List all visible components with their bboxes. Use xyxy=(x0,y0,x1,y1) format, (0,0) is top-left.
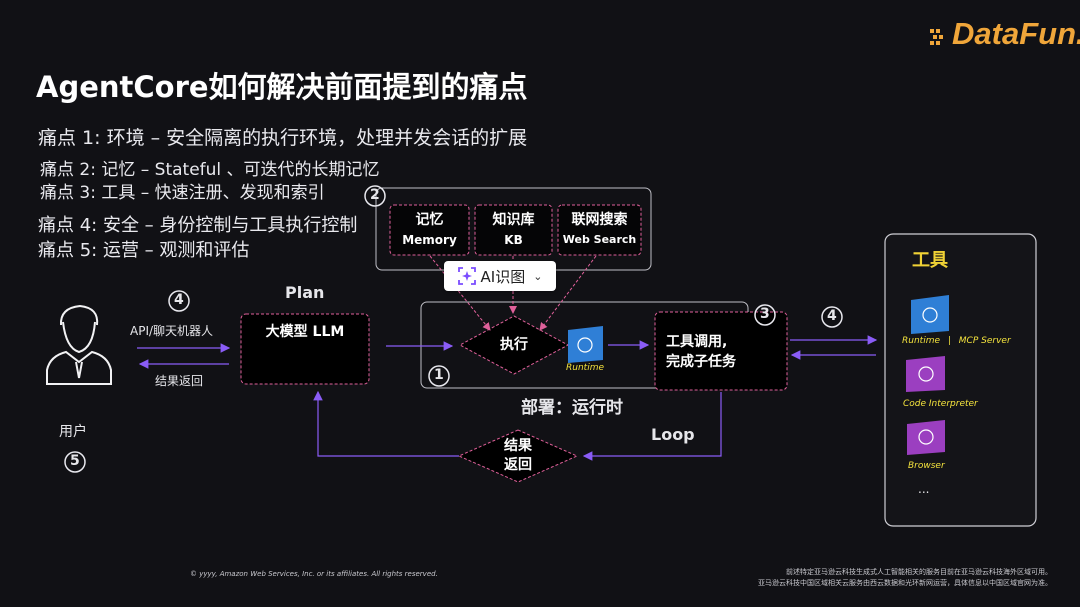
badge-2: 2 xyxy=(370,187,380,203)
ai-image-recognition-button[interactable]: AI识图 ⌄ xyxy=(444,261,556,291)
tool-call-box xyxy=(654,311,788,391)
user-label: 用户 xyxy=(59,424,87,440)
result-line1: 结果 xyxy=(504,438,532,454)
memory-cn: 记忆 xyxy=(415,212,444,228)
ai-button-label: AI识图 xyxy=(480,267,526,286)
scan-image-icon xyxy=(457,267,476,285)
page-title: AgentCore如何解决前面提到的痛点 xyxy=(36,70,528,104)
tool-separator: | xyxy=(947,336,951,346)
kb-en: KB xyxy=(504,233,523,247)
api-label: API/聊天机器人 xyxy=(130,324,214,338)
tool-mcp-text: MCP Server xyxy=(958,336,1011,346)
badge-4-left: 4 xyxy=(174,292,184,308)
tool-call-line1: 工具调用, xyxy=(666,334,728,350)
arrow-web-to-execute xyxy=(539,255,597,331)
arrow-loop xyxy=(582,392,722,461)
tools-title: 工具 xyxy=(912,250,948,271)
badge-1: 1 xyxy=(434,367,444,383)
loop-label: Loop xyxy=(651,425,695,444)
pain-point-1: 痛点 1: 环境 – 安全隔离的执行环境，处理并发会话的扩展 xyxy=(38,127,528,149)
memory-box xyxy=(389,204,470,256)
tool-runtime-text: Runtime xyxy=(902,336,940,346)
datafun-logo: DataFun. xyxy=(930,16,1080,52)
tool-code-label: Code Interpreter xyxy=(903,399,978,409)
badge-circles xyxy=(64,185,843,473)
logo-text: DataFun. xyxy=(952,16,1080,51)
llm-box xyxy=(240,313,370,385)
llm-label: 大模型 LLM xyxy=(265,324,345,340)
kb-box xyxy=(474,204,553,256)
web-en: Web Search xyxy=(562,233,637,246)
badge-5: 5 xyxy=(70,453,80,469)
browser-icon xyxy=(907,420,945,455)
pain-point-3: 痛点 3: 工具 – 快速注册、发现和索引 xyxy=(40,183,325,203)
pain-point-5: 痛点 5: 运营 – 观测和评估 xyxy=(38,240,250,261)
execute-label: 执行 xyxy=(500,337,528,353)
plan-label: Plan xyxy=(285,283,325,302)
disclaimer-line-1: 前述特定亚马逊云科技生成式人工智能相关的服务目前在亚马逊云科技海外区域可用。 xyxy=(786,568,1052,576)
user-avatar-icon xyxy=(46,304,112,385)
chevron-down-icon[interactable]: ⌄ xyxy=(533,269,543,283)
arrow-memory-to-execute xyxy=(429,255,491,331)
tool-more-label: ... xyxy=(918,482,930,496)
deploy-label: 部署：运行时 xyxy=(521,398,623,418)
return-label: 结果返回 xyxy=(155,374,204,388)
memory-en: Memory xyxy=(402,233,457,247)
copyright-footer: © yyyy, Amazon Web Services, Inc. or its… xyxy=(190,570,438,578)
tool-runtime-label: Runtime | MCP Server xyxy=(902,336,1011,346)
kb-cn: 知识库 xyxy=(492,212,535,228)
tool-call-line2: 完成子任务 xyxy=(666,354,736,370)
arrow-result-to-llm xyxy=(313,390,459,457)
pain-point-4: 痛点 4: 安全 – 身份控制与工具执行控制 xyxy=(38,215,358,236)
web-search-box xyxy=(557,204,642,256)
runtime-label: Runtime xyxy=(566,363,604,373)
pain-point-2: 痛点 2: 记忆 – Stateful 、可迭代的长期记忆 xyxy=(40,160,380,180)
code-interpreter-icon xyxy=(906,356,945,392)
tool-browser-label: Browser xyxy=(908,461,945,471)
result-line2: 返回 xyxy=(504,457,532,473)
logo-dots-icon xyxy=(930,29,943,45)
badge-4-right: 4 xyxy=(827,308,837,324)
badge-3: 3 xyxy=(760,306,770,322)
disclaimer-line-2: 亚马逊云科技中国区域相关云服务由西云数据和光环新网运营，具体信息以中国区域官网为… xyxy=(758,579,1052,587)
runtime-chip-icon xyxy=(568,326,603,363)
tool-runtime-icon xyxy=(911,295,949,334)
web-cn: 联网搜索 xyxy=(571,212,628,228)
result-diamond xyxy=(457,429,579,483)
